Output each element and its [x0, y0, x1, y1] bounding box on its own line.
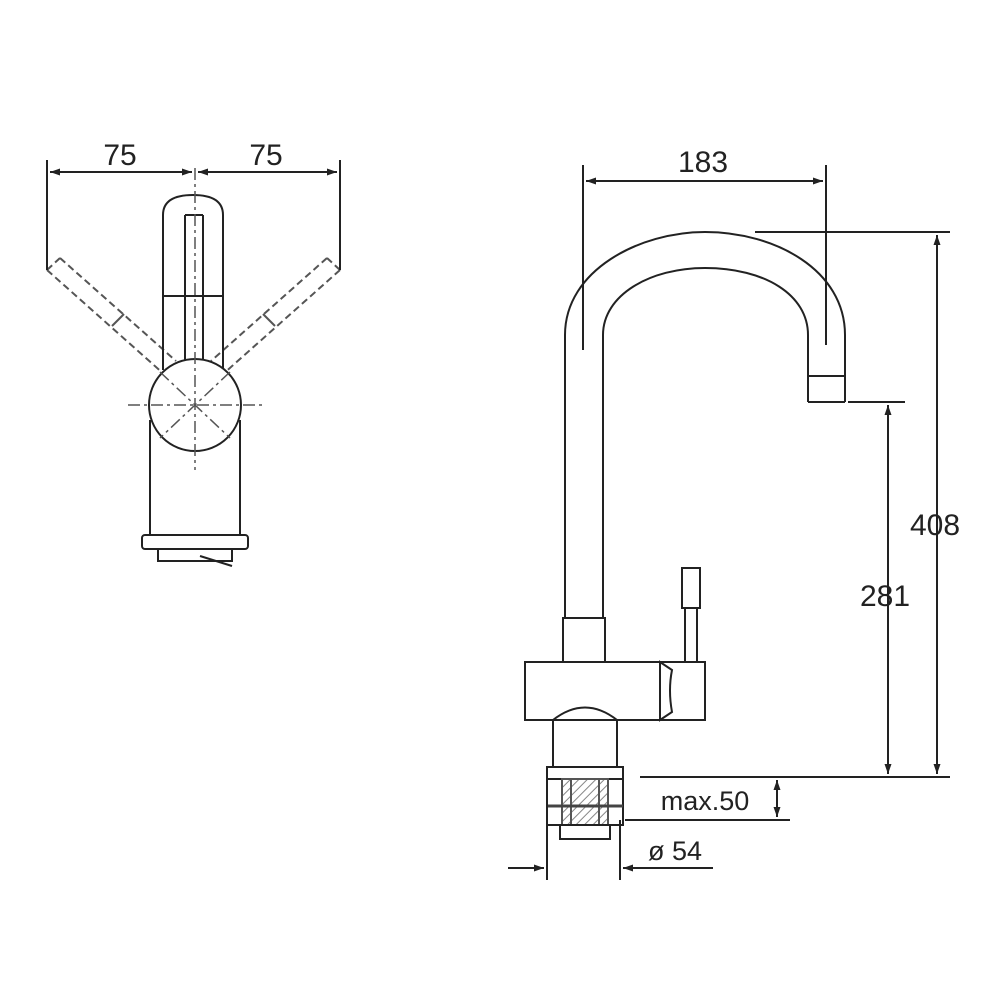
dim-handle-right-label: 75: [249, 139, 282, 172]
dim-handle-reach: [46, 160, 341, 270]
dim-total-height-label: 408: [910, 509, 960, 542]
dim-outlet-height-label: 281: [860, 580, 910, 613]
mixer-body: [524, 660, 706, 722]
dim-deck-thickness-label: max.50: [661, 786, 750, 816]
handle-swing-right: [210, 257, 341, 376]
front-view: [508, 165, 950, 880]
dim-spout-reach: [582, 165, 827, 350]
side-handle-upright: [162, 193, 224, 370]
dim-hole-diameter-label: ø 54: [648, 836, 702, 866]
dim-handle-left-label: 75: [103, 139, 136, 172]
side-center-lines: [128, 168, 262, 470]
gooseneck-spout: [564, 230, 846, 618]
lower-shank: [552, 706, 618, 767]
dim-deck-thickness: [625, 780, 790, 821]
side-view: [46, 160, 341, 567]
side-body: [141, 420, 249, 567]
joystick-handle: [681, 567, 701, 663]
spout-collar: [562, 617, 606, 663]
threaded-stud: [546, 778, 624, 840]
dim-spout-reach-label: 183: [678, 146, 728, 179]
mounting-flange: [546, 766, 624, 780]
dim-outlet-height: [848, 401, 905, 774]
dim-hole-diameter: [508, 795, 713, 880]
dim-total-height: [640, 231, 950, 778]
handle-swing-left: [46, 257, 177, 376]
